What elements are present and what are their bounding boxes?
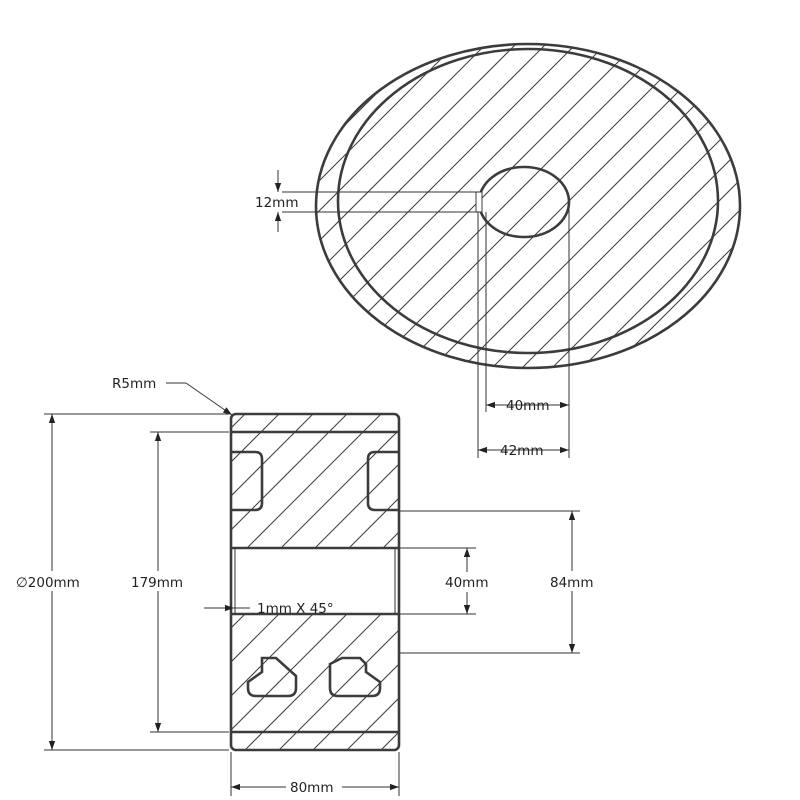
hatch-line — [0, 610, 79, 755]
hatch-line — [307, 414, 399, 548]
width-label: 80mm — [290, 780, 333, 796]
hatch-line — [410, 410, 555, 555]
bore-hole — [477, 165, 571, 239]
outer-rim — [314, 42, 742, 370]
hatch-line — [0, 30, 200, 380]
hatch-line — [0, 410, 79, 555]
hatch-line — [659, 44, 740, 368]
hatch-line — [359, 44, 711, 368]
hatch-line — [0, 610, 45, 755]
hatch-line — [599, 44, 740, 368]
tread-diameter-label: 179mm — [131, 575, 183, 591]
hatch-line — [750, 30, 800, 380]
hatch-line — [0, 30, 80, 380]
hatch-line — [546, 610, 691, 755]
top-left-pocket — [231, 450, 264, 512]
hatch-line — [539, 44, 740, 368]
hatch-line — [444, 610, 589, 755]
section-view: R5mm ∅200mm 179mm 1mm X 45° 40mm 84mm — [0, 376, 691, 797]
corner-radius-label: R5mm — [112, 376, 156, 392]
hatch-line — [341, 414, 399, 548]
inner-rim — [336, 47, 720, 355]
hatch-line — [0, 30, 50, 380]
hatch-line — [329, 44, 681, 368]
bottom-left-pocket — [246, 656, 298, 698]
hatch-line — [719, 44, 740, 368]
hatch-line — [231, 414, 318, 548]
hatch-line — [316, 44, 651, 368]
hatch-line — [569, 44, 740, 368]
hatch-line — [0, 410, 113, 555]
hatch-line — [0, 30, 140, 380]
hatch-line — [231, 614, 250, 750]
front-hatching — [0, 30, 800, 380]
hatch-line — [231, 614, 284, 750]
hatch-line — [316, 44, 411, 368]
hatch-line — [512, 610, 657, 755]
hatch-line — [478, 610, 623, 755]
hatch-line — [449, 44, 740, 368]
hatch-line — [0, 30, 230, 380]
front-view: 12mm 40mm 42mm — [0, 30, 800, 459]
keyway-width-label: 12mm — [255, 195, 298, 211]
hatch-line — [780, 30, 800, 380]
hatch-line — [546, 410, 691, 555]
hatch-line — [316, 44, 531, 368]
keyway-depth-label: 42mm — [500, 443, 543, 459]
hatch-line — [0, 30, 170, 380]
wheel-body-outline — [229, 412, 401, 752]
hatch-line — [231, 414, 284, 548]
hatch-line — [316, 44, 621, 368]
hatch-line — [316, 44, 471, 368]
hub-diameter-label: 84mm — [550, 575, 593, 591]
hatch-line — [512, 410, 657, 555]
hatch-line — [2, 410, 147, 555]
hatch-line — [316, 44, 381, 368]
outer-diameter-label: ∅200mm — [16, 575, 80, 591]
chamfer-label: 1mm X 45° — [257, 601, 334, 617]
hatch-line — [316, 44, 591, 368]
hatch-line — [36, 610, 181, 755]
hatch-line — [389, 44, 740, 368]
hatch-line — [316, 44, 501, 368]
hatch-line — [689, 44, 740, 368]
hatch-line — [2, 610, 147, 755]
top-hatching — [0, 410, 691, 555]
hatch-line — [0, 30, 260, 380]
hatch-line — [410, 610, 555, 755]
hub-bore-label: 40mm — [445, 575, 488, 591]
hatch-line — [231, 614, 352, 750]
bore-diameter-label: 40mm — [506, 398, 549, 414]
hatch-line — [316, 44, 561, 368]
hatch-line — [273, 414, 399, 548]
hatch-line — [0, 30, 20, 380]
hatch-line — [231, 614, 318, 750]
hatch-line — [0, 610, 113, 755]
hatch-line — [509, 44, 740, 368]
hatch-line — [0, 30, 110, 380]
keyway-slot — [475, 191, 483, 213]
hatch-line — [479, 44, 740, 368]
hatch-line — [231, 414, 352, 548]
hatch-line — [239, 414, 386, 548]
hatch-line — [70, 610, 215, 755]
hatch-line — [478, 410, 623, 555]
hatch-line — [0, 30, 290, 380]
top-right-pocket — [366, 450, 399, 512]
hatch-line — [0, 410, 45, 555]
bottom-right-pocket — [328, 656, 382, 698]
hatch-line — [444, 410, 589, 555]
